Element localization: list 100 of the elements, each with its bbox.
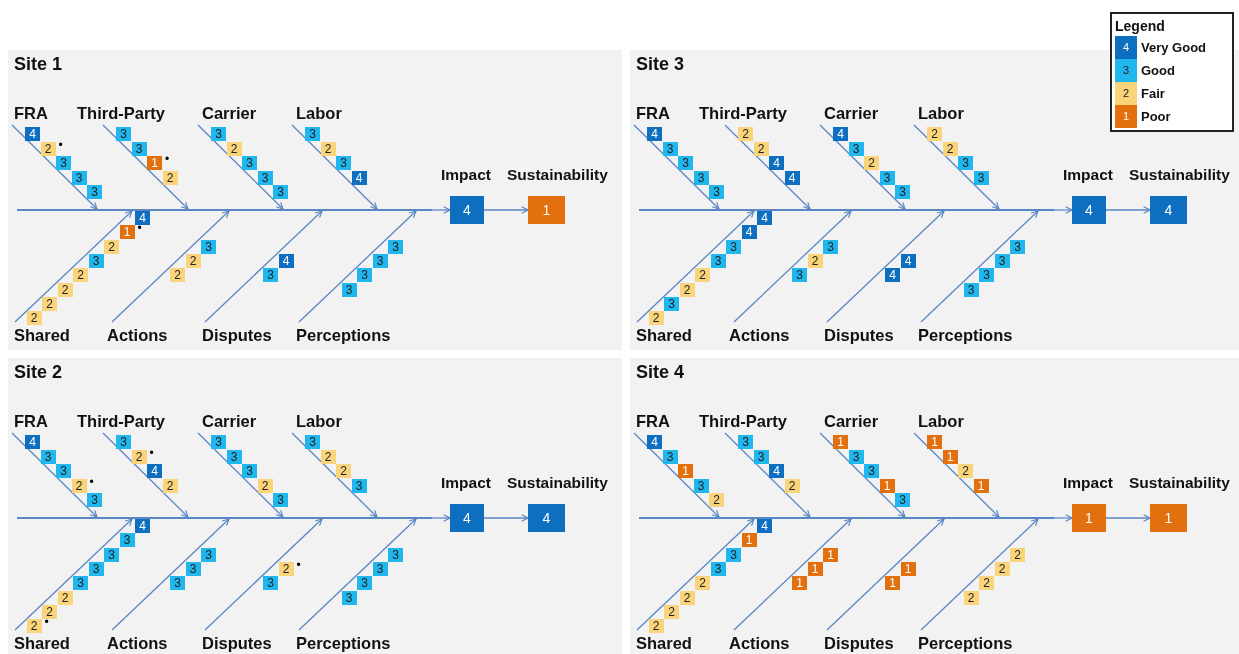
score-box: 3 bbox=[263, 268, 278, 283]
score-box: 4 bbox=[278, 253, 294, 268]
bone-arrow bbox=[819, 432, 906, 518]
score-box: 3 bbox=[201, 547, 216, 562]
score-box: 2 bbox=[679, 590, 695, 605]
score-box: 3 bbox=[662, 141, 678, 156]
score-box: 2 bbox=[257, 478, 273, 493]
bone-arrow bbox=[913, 124, 1000, 210]
score-box: 1 bbox=[792, 576, 807, 591]
score-box: 3 bbox=[71, 170, 87, 185]
score-box: 3 bbox=[710, 253, 726, 268]
category-label: Third-Party bbox=[77, 103, 165, 123]
bone-arrow bbox=[197, 124, 284, 210]
score-box: 4 bbox=[885, 268, 900, 283]
category-label: Carrier bbox=[202, 103, 257, 123]
panel-title: Site 1 bbox=[14, 54, 63, 75]
score-box: 4 bbox=[769, 156, 784, 170]
score-box: 4 bbox=[147, 464, 162, 478]
spine-arrow bbox=[1053, 206, 1073, 214]
bone-arrow bbox=[733, 518, 852, 631]
bone-arrow bbox=[826, 210, 945, 323]
score-box: 2 bbox=[162, 478, 178, 493]
score-box: 3 bbox=[662, 449, 678, 464]
site-panel bbox=[8, 50, 622, 350]
score-box: 2 bbox=[185, 253, 201, 268]
bone-arrow bbox=[14, 210, 133, 323]
score-box: 1 bbox=[885, 576, 900, 591]
score-box: 2 bbox=[26, 311, 42, 326]
category-label: Third-Party bbox=[699, 103, 787, 123]
score-box: 3 bbox=[305, 127, 320, 141]
score-box: 2 bbox=[73, 268, 88, 283]
category-label: Carrier bbox=[202, 411, 257, 431]
score-box: 1 bbox=[823, 547, 838, 562]
score-box: 3 bbox=[211, 435, 226, 449]
legend-title: Legend bbox=[1115, 17, 1165, 36]
spine-arrow bbox=[431, 206, 451, 214]
category-label: Third-Party bbox=[77, 411, 165, 431]
score-box: 3 bbox=[823, 239, 838, 254]
bone-arrow bbox=[920, 210, 1039, 323]
site-panel bbox=[630, 358, 1239, 654]
score-box: 3 bbox=[388, 239, 403, 254]
bone-arrow bbox=[826, 518, 945, 631]
category-label: Labor bbox=[918, 103, 964, 123]
score-box: 4 bbox=[741, 225, 757, 240]
bone-arrow bbox=[724, 432, 811, 518]
score-box: 3 bbox=[710, 561, 726, 576]
spine-line bbox=[639, 517, 1054, 519]
bone-arrow bbox=[633, 124, 720, 210]
category-label: FRA bbox=[14, 103, 48, 123]
category-label: Disputes bbox=[824, 633, 894, 653]
score-box: 4 bbox=[900, 253, 916, 268]
score-box: 2 bbox=[320, 449, 336, 464]
legend-swatch: 3 bbox=[1115, 59, 1137, 82]
legend-label: Poor bbox=[1141, 109, 1171, 124]
bone-arrow bbox=[633, 432, 720, 518]
score-box: 4 bbox=[1072, 196, 1106, 224]
score-box: 3 bbox=[341, 282, 357, 297]
score-box: 4 bbox=[769, 464, 784, 478]
spine-arrow bbox=[431, 514, 451, 522]
score-box: 2 bbox=[42, 296, 57, 311]
score-box: 4 bbox=[351, 170, 367, 185]
score-box: 2 bbox=[57, 590, 73, 605]
score-box: 3 bbox=[116, 435, 131, 449]
score-box: 1 bbox=[833, 435, 848, 449]
legend-label: Good bbox=[1141, 63, 1175, 78]
score-box: 2 bbox=[648, 311, 664, 326]
bone-arrow bbox=[111, 518, 230, 631]
category-label: FRA bbox=[636, 411, 670, 431]
score-box: 1 bbox=[1072, 504, 1106, 532]
category-label: Actions bbox=[729, 325, 790, 345]
score-box: 3 bbox=[56, 156, 71, 170]
result-heading: Impact bbox=[441, 166, 491, 184]
score-box: 3 bbox=[357, 268, 372, 283]
panel-title: Site 3 bbox=[636, 54, 685, 75]
legend-swatch: 2 bbox=[1115, 82, 1137, 105]
score-box: 1 bbox=[1150, 504, 1187, 532]
score-box: 3 bbox=[336, 156, 351, 170]
site-panel bbox=[8, 358, 622, 654]
legend-swatch: 4 bbox=[1115, 36, 1137, 59]
spine-line bbox=[17, 517, 432, 519]
score-box: 3 bbox=[973, 170, 989, 185]
score-box: 3 bbox=[994, 253, 1010, 268]
score-box: 4 bbox=[757, 519, 772, 533]
category-label: Perceptions bbox=[918, 325, 1013, 345]
panel-title: Site 2 bbox=[14, 362, 63, 383]
score-box: 3 bbox=[357, 576, 372, 591]
score-box: 2 bbox=[320, 141, 336, 156]
bone-arrow bbox=[291, 432, 378, 518]
score-box: 3 bbox=[88, 253, 104, 268]
bone-arrow bbox=[483, 206, 529, 214]
score-box: 4 bbox=[135, 519, 150, 533]
score-box: 3 bbox=[87, 185, 102, 199]
score-box: 3 bbox=[257, 170, 273, 185]
score-box: 1 bbox=[942, 449, 958, 464]
score-box: 4 bbox=[757, 211, 772, 225]
note-dot: • bbox=[296, 557, 301, 572]
category-label: Perceptions bbox=[918, 633, 1013, 653]
score-box: 2 bbox=[162, 170, 178, 185]
score-box: 3 bbox=[726, 239, 741, 254]
bone-arrow bbox=[733, 210, 852, 323]
